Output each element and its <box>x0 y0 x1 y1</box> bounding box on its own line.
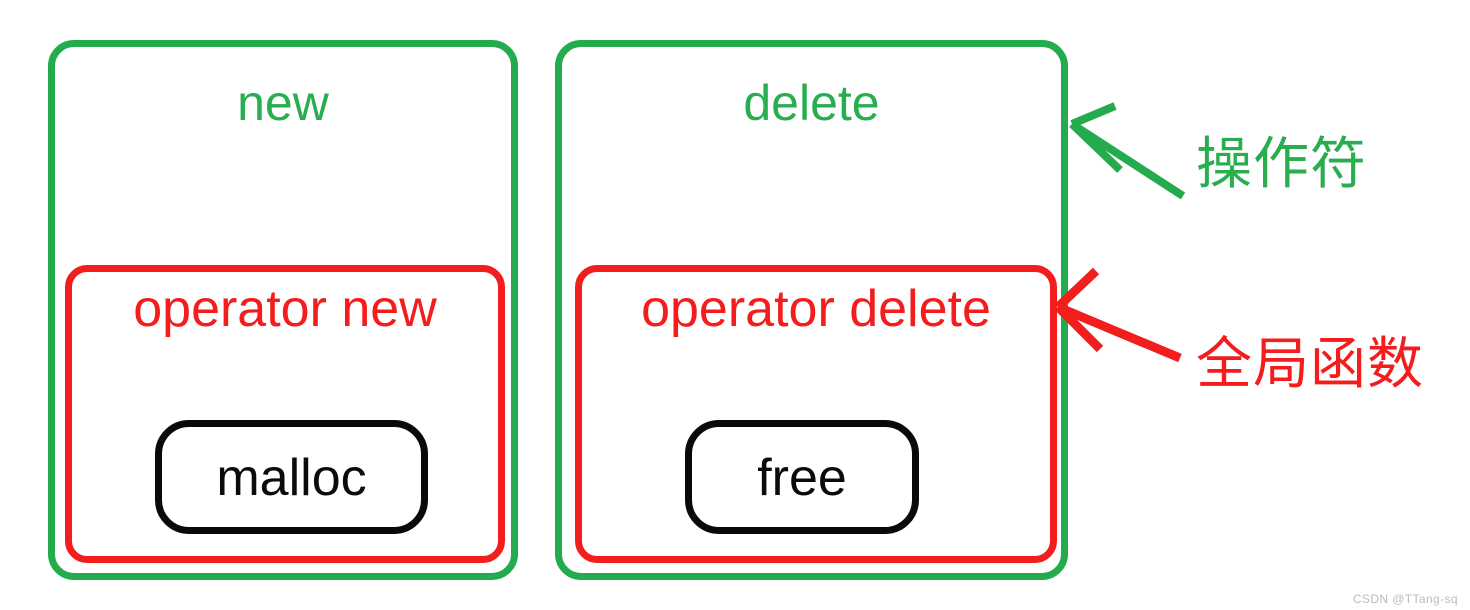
csdn-watermark: CSDN @TTang-sq <box>1352 592 1458 606</box>
global-function-arrow-red <box>1054 267 1182 363</box>
global-function-annotation-label: 全局函数 <box>1196 332 1424 397</box>
operator-delete-label: operator delete <box>641 280 991 338</box>
free-label: free <box>757 449 847 507</box>
free-box[interactable] <box>685 420 919 534</box>
malloc-label: malloc <box>216 449 367 507</box>
operator-new-label: operator new <box>133 280 437 338</box>
operator-new-box[interactable] <box>65 265 505 563</box>
operator-annotation-label: 操作符 <box>1196 132 1367 197</box>
operator-arrow-green <box>1069 102 1186 200</box>
operator-delete-box[interactable] <box>575 265 1057 563</box>
delete-label: delete <box>743 75 880 131</box>
new-label: new <box>237 75 329 131</box>
new-outer-box[interactable] <box>48 40 518 580</box>
malloc-box[interactable] <box>155 420 428 534</box>
